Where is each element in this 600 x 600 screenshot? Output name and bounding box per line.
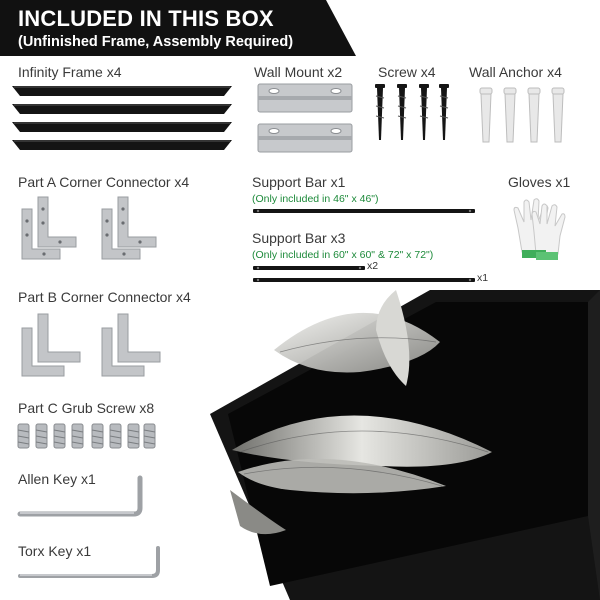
grub-screw-icon (17, 423, 156, 449)
gloves-icon (513, 198, 566, 260)
wall-mount-icon (257, 83, 353, 153)
screw-icon (375, 84, 449, 140)
wall-anchor-icon (479, 87, 565, 143)
label-part-c: Part C Grub Screw x8 (18, 400, 155, 416)
label-infinity-frame: Infinity Frame x4 (18, 64, 122, 80)
label-support-bar-1: Support Bar x1 (252, 174, 346, 190)
corner-connector-a-icon (21, 196, 157, 260)
header-subtitle: (Unfinished Frame, Assembly Required) (18, 34, 294, 50)
label-part-b: Part B Corner Connector x4 (18, 289, 191, 305)
support-bar-icon (253, 209, 475, 213)
label-gloves: Gloves x1 (508, 174, 571, 190)
note-support-bar-1: (Only included in 46" x 46") (252, 193, 379, 205)
note-support-bar-3: (Only included in 60" x 60" & 72" x 72") (252, 249, 434, 261)
support-bar-short-icon (253, 266, 365, 270)
header-banner (0, 0, 356, 56)
support-bar-long-icon (253, 278, 475, 282)
qty-long-bar: x1 (477, 272, 489, 284)
label-torx-key: Torx Key x1 (18, 543, 92, 559)
torx-key-icon (18, 546, 160, 578)
header-title: INCLUDED IN THIS BOX (18, 6, 274, 31)
label-support-bar-3: Support Bar x3 (252, 230, 346, 246)
label-wall-anchor: Wall Anchor x4 (469, 64, 562, 80)
corner-connector-b-icon (21, 313, 161, 377)
allen-key-icon (17, 475, 143, 517)
label-allen-key: Allen Key x1 (18, 471, 96, 487)
label-wall-mount: Wall Mount x2 (254, 64, 343, 80)
infinity-frame-icon (12, 86, 232, 150)
label-part-a: Part A Corner Connector x4 (18, 174, 190, 190)
qty-short-bars: x2 (367, 260, 379, 272)
label-screw: Screw x4 (378, 64, 436, 80)
framed-canvas-image (210, 290, 600, 600)
